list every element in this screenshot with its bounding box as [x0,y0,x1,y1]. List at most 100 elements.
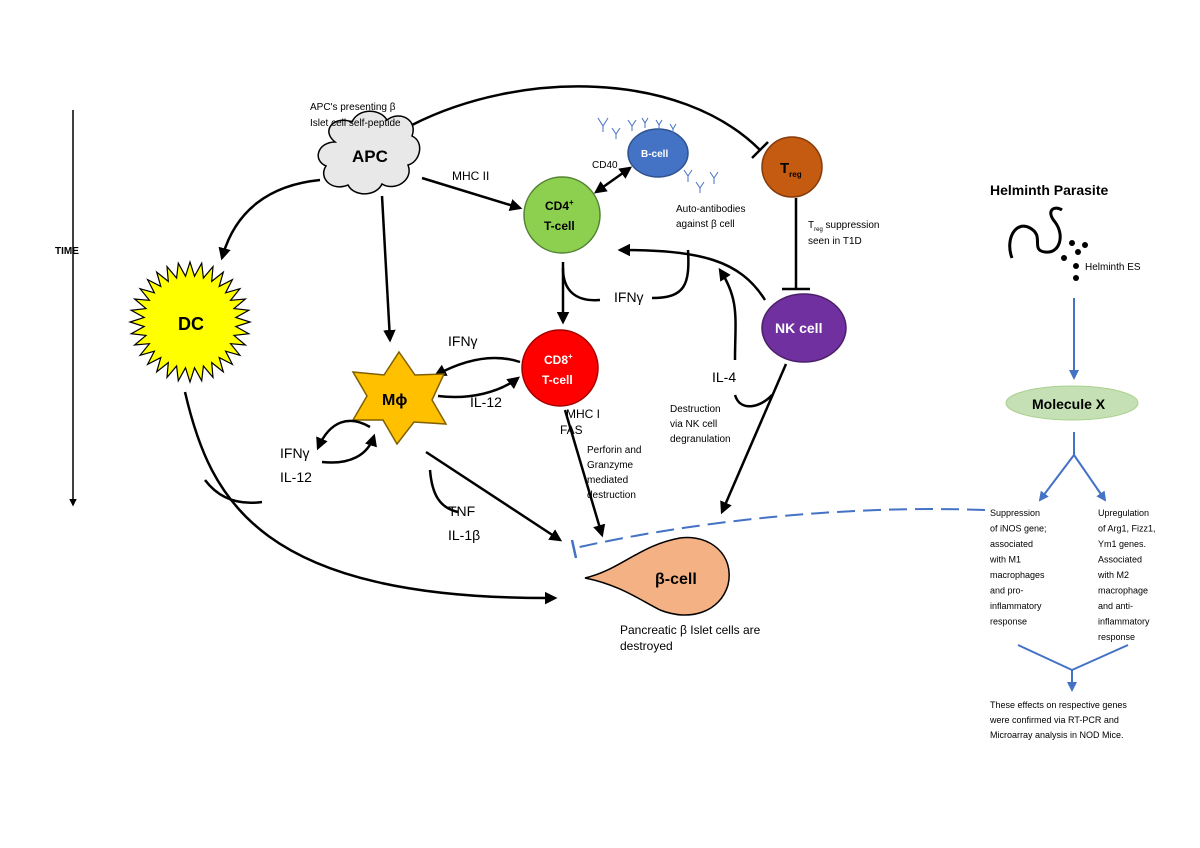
cd8-sup: + [568,352,573,361]
treg-supp-rest: suppression [823,220,880,231]
svg-text:Treg: Treg [780,160,802,179]
svg-text:CD8+: CD8+ [544,352,573,367]
antibody-icons [597,117,719,193]
confirmation-line-1: These effects on respective genes [990,700,1127,710]
mphi-autocrine-in [321,433,377,464]
cd8-label: CD8 [544,353,568,367]
cd8-to-mphi-arrow [433,356,521,377]
time-label: TIME [55,246,79,257]
split-right-arrow [1073,454,1107,502]
nk-cell-label: NK cell [775,320,822,336]
apc-to-cd4-arrow [421,176,523,212]
beta-cell-label: β-cell [655,571,697,588]
upregulation-line-2: of Arg1, Fizz1, [1098,524,1156,534]
molecule-x-label: Molecule X [1032,396,1106,412]
treg-supp-t: T [808,220,814,231]
treg-supp-line2: seen in T1D [808,236,862,247]
il12-mid-label: IL-12 [470,394,502,410]
upregulation-line-8: inflammatory [1098,617,1150,627]
treg-supp-sub: reg [814,227,823,233]
dc-to-beta-arrow [183,391,558,605]
il4-arrow [718,267,737,361]
macrophage: Mϕ [351,350,448,446]
suppression-line-5: macrophages [990,570,1045,580]
cd4-label: CD4 [545,199,569,213]
split-left-arrow [1038,454,1075,502]
suppression-line-7: inflammatory [990,601,1042,611]
apc-cloud: APC [317,110,421,195]
b-cell: B-cell [627,128,689,178]
mhc1-label: MHC I [566,407,600,421]
apc-to-dc-arrow [218,178,321,261]
pancreatic-line1: Pancreatic β Islet cells are [620,623,761,637]
tnf-label: TNF [448,503,475,519]
ifng-center-label: IFNγ [614,289,644,305]
apc-to-treg-inhibition [411,85,761,151]
upregulation-line-5: with M2 [1097,570,1129,580]
mhc2-label: MHC II [452,169,489,183]
dendritic-cell: DC [128,260,252,384]
suppression-line-6: and pro- [990,586,1024,596]
suppression-line-3: associated [990,539,1033,549]
cd8-to-beta-arrow [563,409,606,538]
confirmation-text: These effects on respective genes were co… [989,700,1127,740]
treg-label: T [780,160,789,177]
il12-left-label: IL-12 [280,469,312,485]
molecule-x-inhibition [574,508,986,549]
destr-line1: Destruction [670,404,721,415]
perforin-line2: Granzyme [587,460,634,471]
svg-text:CD4+: CD4+ [545,198,574,213]
upregulation-line-4: Associated [1098,555,1142,565]
pancreatic-line2: destroyed [620,639,673,653]
beta-cell: β-cell [584,536,730,616]
perforin-line4: destruction [587,490,636,501]
nk-cell: NK cell [761,293,847,363]
apc-note-line1: APC's presenting β [310,102,396,113]
ifng-left-label: IFNγ [280,445,310,461]
b-cell-label: B-cell [641,149,668,160]
cd8-t-cell: CD8+ T-cell [521,329,599,407]
mphi-autocrine-out [316,419,371,451]
upregulation-line-6: macrophage [1098,586,1148,596]
dc-label: DC [178,314,204,334]
helminth-icon [1008,206,1088,281]
autoab-line1: Auto-antibodies [676,204,746,215]
destr-line2: via NK cell [670,419,717,430]
suppression-line-1: Suppression [990,508,1040,518]
destr-line3: degranulation [670,434,731,445]
apc-note-line2: Islet cell self-peptide [310,118,401,129]
mphi-label: Mϕ [382,392,407,409]
perforin-line3: mediated [587,475,628,486]
treg-cell: Treg [761,136,823,198]
mphi-to-beta-arrow [425,450,563,542]
il4-label: IL-4 [712,369,736,385]
apc-label: APC [352,147,388,166]
upregulation-line-7: and anti- [1098,601,1133,611]
cd4-tcell-label: T-cell [544,219,575,233]
treg-sub: reg [789,170,802,179]
upregulation-line-3: Ym1 genes. [1098,539,1146,549]
time-axis: TIME [55,110,79,507]
suppression-line-8: response [990,617,1027,627]
helminth-title: Helminth Parasite [990,182,1108,198]
suppression-line-4: with M1 [989,555,1021,565]
nk-to-cd4-arrow [617,243,767,301]
svg-text:Treg suppression: Treg suppression [808,220,879,233]
cd40-label: CD40 [592,160,618,171]
il1b-label: IL-1β [448,527,480,543]
upregulation-line-9: response [1098,632,1135,642]
upregulation-text: Upregulation of Arg1, Fizz1, Ym1 genes. Ass… [1097,508,1156,642]
confirmation-line-3: Microarray analysis in NOD Mice. [990,730,1124,740]
helminth-es-label: Helminth ES [1085,262,1141,273]
cd4-t-cell: CD4+ T-cell [523,176,601,254]
perforin-line1: Perforin and [587,445,641,456]
confirmation-line-2: were confirmed via RT-PCR and [989,715,1119,725]
mphi-to-cd8-arrow [437,376,520,399]
cd8-tcell-label: T-cell [542,373,573,387]
autoab-line2: against β cell [676,219,735,230]
upregulation-line-1: Upregulation [1098,508,1149,518]
molecule-x: Molecule X [1005,385,1139,421]
cd40-arrow [593,166,633,194]
